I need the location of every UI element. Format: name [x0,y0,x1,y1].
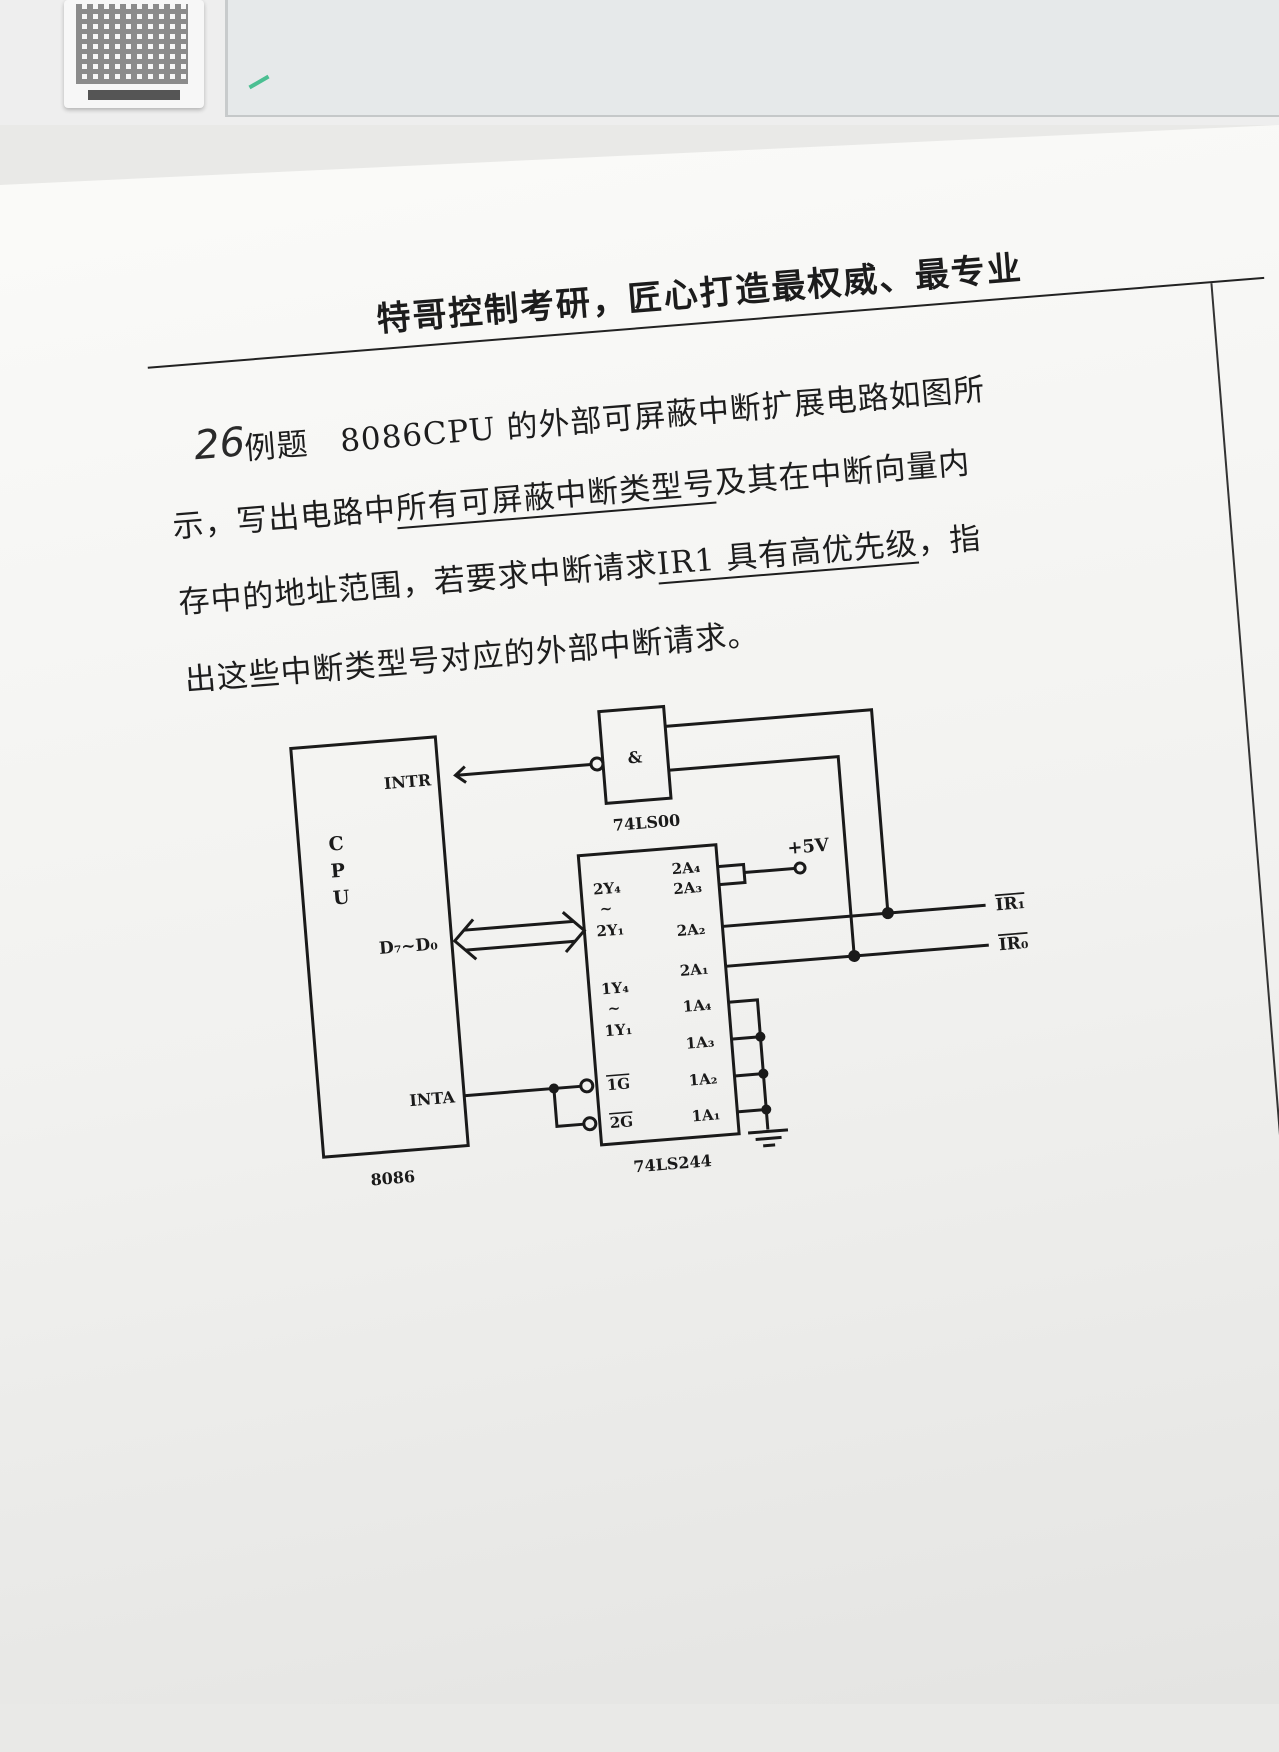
gate-output-bubble [589,756,605,772]
running-header: 特哥控制考研，匠心打造最权威、最专业 [375,248,1025,341]
qr-code-image [76,4,188,84]
question-line-4: 出这些中断类型号对应的外部中断请求。 [183,616,761,699]
interrupt-circuit-diagram: C P U INTR D₇~D₀ INTA 8086 & 74LS00 74LS… [289,704,1029,1190]
wire-ir0 [668,754,856,957]
paper-page [0,125,1279,1704]
handwritten-problem-number: 26 [192,419,247,470]
buffer-74ls244 [576,843,741,1147]
underlined-phrase: IR1 具有高优先级 [655,525,919,583]
pin-1a1: 1A₁ [691,1105,721,1125]
pin-1y4: 1Y₄ [600,978,629,998]
cpu-letter-u: U [332,886,351,909]
pin-2g: 2G [609,1112,634,1132]
margin-rule [1210,283,1279,1649]
pin-2a3: 2A₃ [673,878,703,898]
wire-ir1 [665,708,890,914]
pin-1a2: 1A₂ [688,1069,718,1089]
pin-tilde-1: ~ [607,999,621,1018]
gate-name: 74LS00 [612,811,681,835]
pin-1a4: 1A₄ [682,996,712,1016]
cpu-letter-p: P [330,860,346,883]
cpu-pin-inta: INTA [409,1087,457,1110]
gate-74ls00 [597,704,673,805]
pin-1a3: 1A₃ [685,1032,715,1052]
background-panel [225,0,1279,117]
cpu-box [289,735,470,1159]
pin-1y1: 1Y₁ [604,1020,633,1040]
cpu-letter-c: C [328,833,345,856]
pin-2a4: 2A₄ [671,858,701,878]
question-text: 示，写出电路中 [171,491,398,546]
cpu-name: 8086 [370,1167,416,1190]
qr-caption-strip [88,90,180,100]
underlined-phrase: 所有可屏蔽中断类型号 [394,465,717,528]
input-ir0: IR₀ [998,933,1029,955]
gate-symbol: & [627,747,643,767]
pin-2a1: 2A₁ [679,960,709,980]
pin-tilde-2: ~ [599,899,613,918]
cpu-pin-data: D₇~D₀ [378,934,438,959]
question-text: 存中的地址范围，若要求中断请求 [177,546,659,621]
qr-card [64,0,204,108]
pin-2y4: 2Y₄ [592,878,621,898]
pin-1g: 1G [606,1074,631,1094]
question-text: 及其在中断向量内 [713,445,972,502]
supply-label: +5V [787,835,831,859]
buffer-name: 74LS244 [633,1151,713,1176]
input-ir1: IR₁ [995,893,1026,915]
question-text: ，指 [916,520,983,562]
cpu-pin-intr: INTR [383,770,432,793]
pin-2a2: 2A₂ [676,920,706,940]
pin-2y1: 2Y₁ [596,920,625,940]
